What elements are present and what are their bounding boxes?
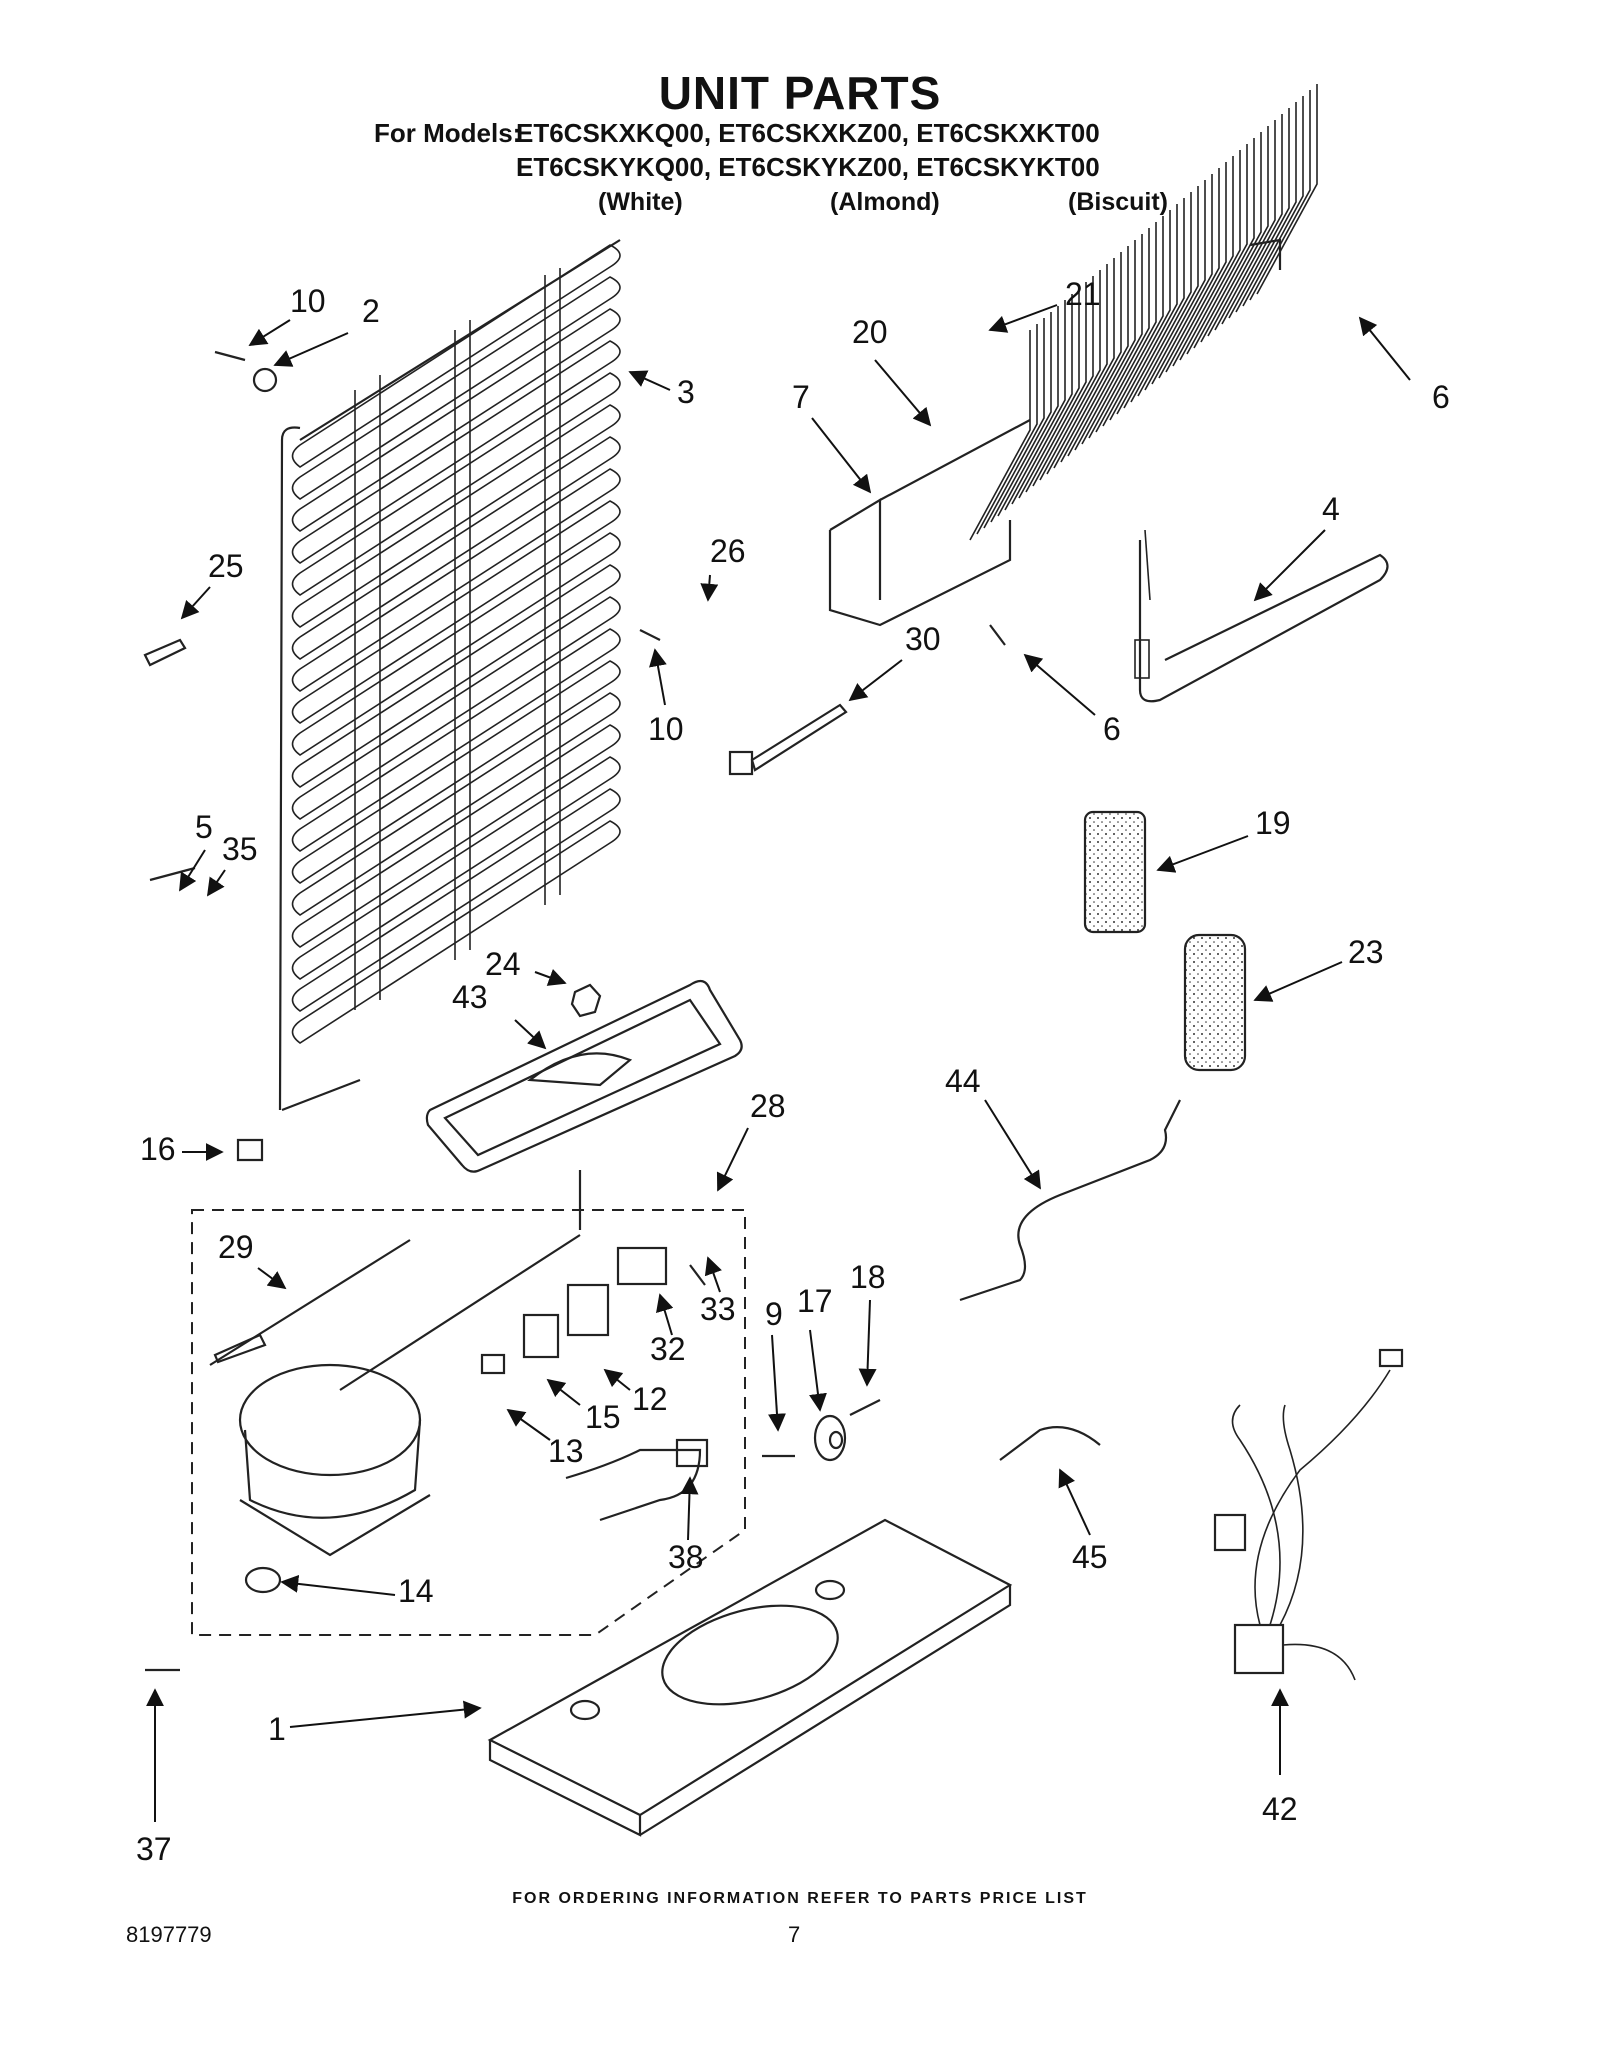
ordering-note: FOR ORDERING INFORMATION REFER TO PARTS … xyxy=(512,1890,1088,1907)
relay-overload-parts xyxy=(480,1246,709,1522)
callout-c38: 38 xyxy=(668,1539,704,1575)
callout-c1: 1 xyxy=(268,1711,286,1747)
callout-leader-c6b xyxy=(1023,653,1096,716)
drain-tube-45 xyxy=(999,1426,1101,1461)
callout-leader-c4 xyxy=(1253,529,1326,602)
callout-c23: 23 xyxy=(1348,934,1384,970)
callout-leader-c29 xyxy=(257,1267,287,1290)
base-pan xyxy=(487,1518,1013,1837)
callout-c32: 32 xyxy=(650,1331,686,1367)
callout-leader-c23 xyxy=(1253,961,1343,1002)
callout-c19: 19 xyxy=(1255,805,1291,841)
wire-harness xyxy=(1213,1348,1404,1681)
callout-leader-c5 xyxy=(179,849,206,892)
foam-block-23 xyxy=(1183,933,1247,1072)
callout-leader-c2 xyxy=(273,332,349,367)
callout-leader-c38 xyxy=(680,1476,699,1541)
callout-leader-c32 xyxy=(656,1293,674,1336)
callout-c6b: 6 xyxy=(1103,711,1121,747)
callout-c43: 43 xyxy=(452,979,488,1015)
callout-leader-c10b xyxy=(649,648,667,706)
color-label-almond: (Almond) xyxy=(830,188,940,216)
callout-c13: 13 xyxy=(548,1433,584,1469)
foam-block-19 xyxy=(1083,810,1147,934)
callout-leader-c13 xyxy=(506,1408,551,1441)
callout-leader-c7 xyxy=(811,417,872,494)
color-label-biscuit: (Biscuit) xyxy=(1068,188,1168,216)
callout-c14: 14 xyxy=(398,1573,434,1609)
fasteners xyxy=(143,350,1006,1672)
callout-c42: 42 xyxy=(1262,1791,1298,1827)
callout-c26: 26 xyxy=(710,533,746,569)
callout-leader-c15 xyxy=(546,1378,581,1406)
evaporator xyxy=(828,84,1318,627)
defrost-heater xyxy=(1134,529,1389,703)
callout-leader-c24 xyxy=(534,968,567,986)
callout-c10b: 10 xyxy=(648,711,684,747)
callout-c6a: 6 xyxy=(1432,379,1450,415)
callout-leader-c21 xyxy=(988,304,1058,333)
callout-c44: 44 xyxy=(945,1063,981,1099)
callout-c5: 5 xyxy=(195,809,213,845)
callout-c12: 12 xyxy=(632,1381,668,1417)
callout-c7: 7 xyxy=(792,379,810,415)
callout-c10a: 10 xyxy=(290,283,326,319)
callout-leader-c26 xyxy=(700,574,719,602)
drain-tube-44 xyxy=(959,1099,1181,1302)
callout-leader-c25 xyxy=(180,586,211,620)
callout-leader-c28 xyxy=(716,1127,749,1192)
callout-c16: 16 xyxy=(140,1131,176,1167)
compressor xyxy=(209,1234,581,1594)
callout-leader-c3 xyxy=(628,370,671,391)
callout-c18: 18 xyxy=(850,1259,886,1295)
callout-leader-c12 xyxy=(603,1368,631,1391)
callout-c35: 35 xyxy=(222,831,258,867)
callout-c28: 28 xyxy=(750,1088,786,1124)
callout-c29: 29 xyxy=(218,1229,254,1265)
callout-c33: 33 xyxy=(700,1291,736,1327)
callout-c17: 17 xyxy=(797,1283,833,1319)
callout-leader-c33 xyxy=(704,1256,722,1293)
document-number: 8197779 xyxy=(126,1922,212,1947)
callout-leader-c20 xyxy=(874,359,932,427)
callout-c3: 3 xyxy=(677,374,695,410)
callout-c20: 20 xyxy=(852,314,888,350)
callout-leader-c14 xyxy=(280,1574,396,1596)
callout-c21: 21 xyxy=(1065,276,1101,312)
models-row-1: ET6CSKXKQ00, ET6CSKXKZ00, ET6CSKXKT00 xyxy=(516,118,1100,148)
callout-leader-c35 xyxy=(206,869,226,897)
callout-c37: 37 xyxy=(136,1831,172,1867)
callout-c24: 24 xyxy=(485,946,521,982)
callout-c15: 15 xyxy=(585,1399,621,1435)
callout-leader-c19 xyxy=(1156,835,1249,873)
callout-leader-c9 xyxy=(767,1334,786,1432)
callout-leader-c10a xyxy=(248,319,291,346)
callout-leader-c6a xyxy=(1358,316,1411,381)
condenser-coil xyxy=(278,239,621,1112)
color-label-white: (White) xyxy=(598,188,683,216)
page-title: UNIT PARTS xyxy=(658,67,942,119)
callout-c25: 25 xyxy=(208,548,244,584)
callout-leader-c18 xyxy=(858,1299,877,1387)
callout-c30: 30 xyxy=(905,621,941,657)
callout-leader-c45 xyxy=(1058,1468,1091,1536)
compressor-kit-outline xyxy=(191,1209,746,1636)
cable-tie xyxy=(728,703,848,776)
callout-leader-c17 xyxy=(809,1329,827,1412)
callout-c2: 2 xyxy=(362,293,380,329)
callout-c4: 4 xyxy=(1322,491,1340,527)
models-label: For Models: xyxy=(374,118,522,148)
callout-leader-c44 xyxy=(984,1099,1041,1190)
callout-c45: 45 xyxy=(1072,1539,1108,1575)
page-number: 7 xyxy=(788,1922,801,1947)
fan-blade xyxy=(813,1399,881,1462)
callout-leader-c1 xyxy=(289,1700,482,1728)
callout-leader-c30 xyxy=(848,659,903,702)
models-row-2: ET6CSKYKQ00, ET6CSKYKZ00, ET6CSKYKT00 xyxy=(516,152,1100,182)
callout-leader-c43 xyxy=(514,1019,547,1050)
drain-pan xyxy=(425,979,743,1230)
callout-c9: 9 xyxy=(765,1296,783,1332)
